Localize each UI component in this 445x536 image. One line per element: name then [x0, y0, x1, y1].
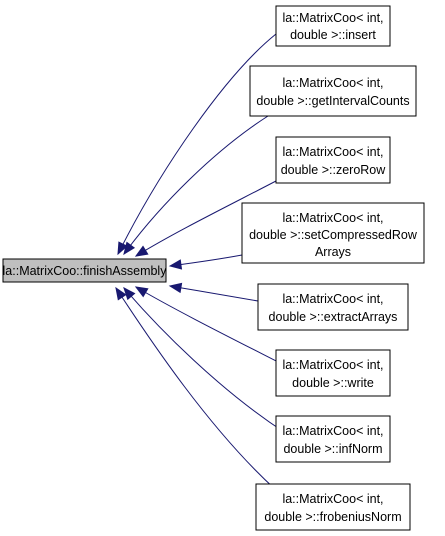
node-insert-box: [275, 5, 391, 47]
node-insert[interactable]: la::MatrixCoo< int, double >::insert: [275, 5, 391, 47]
node-get-interval-counts-box: [249, 65, 417, 117]
node-inf-norm[interactable]: la::MatrixCoo< int, double >::infNorm: [275, 415, 391, 463]
root-node[interactable]: la::MatrixCoo::finishAssembly: [2, 258, 168, 283]
node-insert-line1: la::MatrixCoo< int,: [282, 11, 383, 25]
edge-frobenius-norm: [115, 287, 277, 491]
edges: [115, 33, 285, 491]
node-write-line1: la::MatrixCoo< int,: [282, 358, 383, 372]
node-zero-row-line1: la::MatrixCoo< int,: [282, 145, 383, 159]
node-frobenius-norm-line1: la::MatrixCoo< int,: [282, 492, 383, 506]
node-zero-row[interactable]: la::MatrixCoo< int, double >::zeroRow: [275, 136, 391, 184]
node-frobenius-norm-line2: double >::frobeniusNorm: [264, 510, 401, 524]
node-set-compressed-row-arrays-line2: double >::setCompressedRow: [249, 228, 418, 242]
node-extract-arrays-line1: la::MatrixCoo< int,: [282, 292, 383, 306]
edge-extract-arrays-arrowhead: [168, 282, 183, 294]
edge-get-interval-counts: [123, 115, 269, 255]
node-frobenius-norm-box: [255, 483, 411, 531]
node-set-compressed-row-arrays-line1: la::MatrixCoo< int,: [282, 211, 383, 225]
node-set-compressed-row-arrays[interactable]: la::MatrixCoo< int, double >::setCompres…: [241, 202, 425, 264]
node-zero-row-line2: double >::zeroRow: [281, 163, 387, 177]
edge-extract-arrays: [169, 285, 259, 302]
node-get-interval-counts-line1: la::MatrixCoo< int,: [282, 76, 383, 90]
edge-inf-norm: [123, 287, 285, 433]
node-inf-norm-line2: double >::infNorm: [283, 442, 382, 456]
edge-frobenius-norm-arrowhead: [115, 286, 127, 301]
node-zero-row-box: [275, 136, 391, 184]
edge-zero-row-arrowhead: [134, 245, 149, 257]
node-inf-norm-box: [275, 415, 391, 463]
edge-insert-arrowhead: [117, 241, 128, 256]
edge-write-arrowhead: [134, 286, 149, 298]
node-extract-arrays-line2: double >::extractArrays: [269, 310, 398, 324]
edge-insert: [117, 33, 277, 255]
edge-write: [135, 286, 285, 366]
edge-zero-row: [135, 180, 277, 257]
node-inf-norm-line1: la::MatrixCoo< int,: [282, 424, 383, 438]
node-write-box: [275, 349, 391, 397]
node-insert-line2: double >::insert: [290, 28, 376, 42]
edge-get-interval-counts-arrowhead: [123, 241, 136, 256]
node-extract-arrays[interactable]: la::MatrixCoo< int, double >::extractArr…: [257, 283, 409, 331]
edge-inf-norm-arrowhead: [123, 286, 136, 301]
root-node-box: [2, 258, 167, 283]
node-extract-arrays-box: [257, 283, 409, 331]
edge-set-compressed-row-arrays-arrowhead: [168, 259, 183, 270]
node-write-line2: double >::write: [292, 376, 374, 390]
node-frobenius-norm[interactable]: la::MatrixCoo< int, double >::frobeniusN…: [255, 483, 411, 531]
root-node-label: la::MatrixCoo::finishAssembly: [3, 264, 168, 278]
node-set-compressed-row-arrays-box: [241, 202, 425, 264]
node-set-compressed-row-arrays-line3: Arrays: [315, 245, 351, 259]
node-write[interactable]: la::MatrixCoo< int, double >::write: [275, 349, 391, 397]
node-get-interval-counts[interactable]: la::MatrixCoo< int, double >::getInterva…: [249, 65, 417, 117]
node-get-interval-counts-line2: double >::getIntervalCounts: [256, 94, 409, 108]
